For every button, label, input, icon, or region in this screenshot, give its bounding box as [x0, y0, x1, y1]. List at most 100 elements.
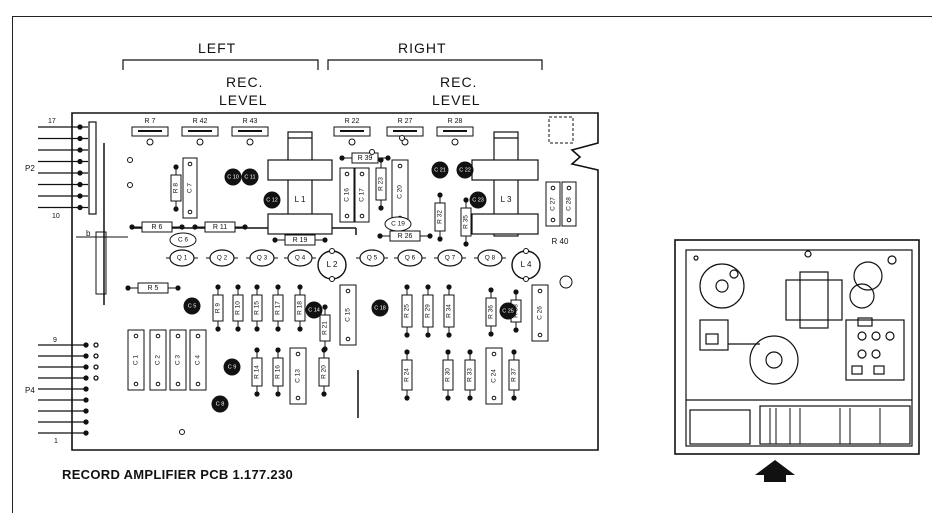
potentiometer-label: R 27	[398, 118, 413, 125]
component-label: C 27	[550, 197, 557, 211]
component-label: R 18	[297, 301, 304, 315]
resistor-r11: R 11	[192, 221, 248, 233]
component-label: Q 7	[445, 255, 456, 262]
component-label: R 5	[148, 285, 159, 292]
resistor-r18: R 18	[294, 284, 306, 332]
transistor-q6: Q 6	[394, 249, 426, 267]
component-label: C 10	[227, 174, 239, 180]
capacitor-c28: C 28	[561, 181, 577, 227]
transistor-q5: Q 5	[356, 249, 388, 267]
capacitor-c15: C 15	[339, 284, 357, 346]
component-label: R 6	[152, 224, 163, 231]
transistor-q4: Q 4	[284, 249, 316, 267]
component-label: Q 3	[257, 255, 268, 262]
component-label: C 23	[472, 197, 484, 203]
resistor-r10: R 10	[232, 284, 244, 332]
component-label: R 17	[275, 301, 282, 315]
component-label: R 33	[467, 368, 474, 382]
rec-level-right-1: REC.	[440, 74, 478, 90]
right-channel-header: RIGHT	[398, 40, 447, 56]
component-label: C 11	[244, 174, 255, 180]
capacitor-c13: C 13	[289, 347, 307, 405]
capacitor-c2: C 2	[149, 329, 167, 391]
capacitor-c24: C 24	[485, 347, 503, 405]
component-label: R 9	[215, 303, 222, 314]
pcb-outline	[71, 112, 599, 451]
coil-l1: L 1	[295, 195, 306, 204]
resistor-r19: R 19	[272, 234, 328, 246]
component-label: Q 2	[217, 255, 228, 262]
capacitor-c14: C 14	[305, 301, 323, 319]
connector-strip	[88, 121, 97, 215]
component-label: C 5	[188, 303, 197, 309]
resistor-r16: R 16	[272, 347, 284, 397]
component-label: Q 5	[367, 255, 378, 262]
capacitor-c22: C 22	[456, 161, 474, 179]
capacitor-c19: C 19	[384, 216, 412, 232]
resistor-r6: R 6	[129, 221, 185, 233]
resistor-r25: R 25	[401, 284, 413, 338]
transistor-q7: Q 7	[434, 249, 466, 267]
component-label: R 40	[552, 237, 569, 246]
rec-level-right-2: LEVEL	[432, 92, 481, 108]
component-label: C 18	[374, 305, 386, 311]
p2-pin-top-label: 17	[48, 118, 56, 125]
p2-connector-pins	[38, 124, 88, 211]
potentiometer-r22: R 22	[333, 118, 371, 146]
component-label: R 14	[254, 365, 261, 379]
component-label: C 6	[178, 237, 189, 244]
component-label: C 16	[344, 188, 351, 202]
component-label: C 2	[155, 355, 162, 366]
coil-l1-assembly	[267, 131, 333, 237]
resistor-r35: R 35	[460, 197, 472, 247]
potentiometer-r42: R 42	[181, 118, 219, 146]
capacitor-c18: C 18	[371, 299, 389, 317]
resistor-r39: R 39	[339, 152, 391, 164]
component-label: R 11	[213, 224, 227, 231]
resistor-r17: R 17	[272, 284, 284, 332]
capacitor-c27: C 27	[545, 181, 561, 227]
coil-l3: L 3	[501, 195, 512, 204]
component-label: C 17	[359, 188, 366, 202]
resistor-r40: R 40	[552, 237, 569, 246]
component-label: R 32	[437, 210, 444, 224]
coil-l2: L 2	[317, 248, 347, 282]
resistor-r20: R 20	[318, 347, 330, 397]
diagram-frame	[12, 16, 932, 513]
resistor-r29: R 29	[422, 284, 434, 338]
component-label: R 24	[404, 368, 411, 382]
capacitor-c5: C 5	[183, 297, 201, 315]
p4-connector-pins	[38, 342, 99, 436]
component-label: R 19	[293, 237, 308, 244]
component-label: R 10	[235, 301, 242, 315]
p4-label: P4	[25, 386, 35, 395]
component-label: Q 8	[485, 255, 496, 262]
component-label: L 4	[521, 260, 532, 269]
component-label: R 23	[378, 177, 385, 191]
capacitor-c9: C 9	[223, 358, 241, 376]
p2-pin-bottom-label: 10	[52, 213, 60, 220]
capacitor-c11: C 11	[241, 168, 259, 186]
component-label: R 39	[358, 155, 373, 162]
component-label: C 14	[308, 307, 320, 313]
p4-pin-top-label: 9	[53, 337, 57, 344]
resistor-r36: R 36	[485, 287, 497, 337]
arrow-up-icon	[755, 460, 795, 482]
capacitor-c16: C 16	[339, 167, 355, 223]
pcb-caption: RECORD AMPLIFIER PCB 1.177.230	[62, 467, 294, 482]
potentiometer-label: R 43	[243, 118, 258, 125]
component-label: R 16	[275, 365, 282, 379]
transistor-q2: Q 2	[206, 249, 238, 267]
component-label: R 29	[425, 304, 432, 318]
component-label: L 2	[327, 260, 338, 269]
component-label: L 1	[295, 195, 306, 204]
capacitor-c4: C 4	[189, 329, 207, 391]
resistor-r23: R 23	[375, 157, 387, 211]
component-label: R 8	[173, 183, 180, 194]
potentiometer-label: R 42	[193, 118, 208, 125]
capacitor-c10: C 10	[224, 168, 242, 186]
capacitor-c12: C 12	[263, 191, 281, 209]
component-label: C 7	[187, 183, 194, 194]
component-label: C 1	[133, 355, 140, 366]
component-label: C 4	[195, 355, 202, 366]
